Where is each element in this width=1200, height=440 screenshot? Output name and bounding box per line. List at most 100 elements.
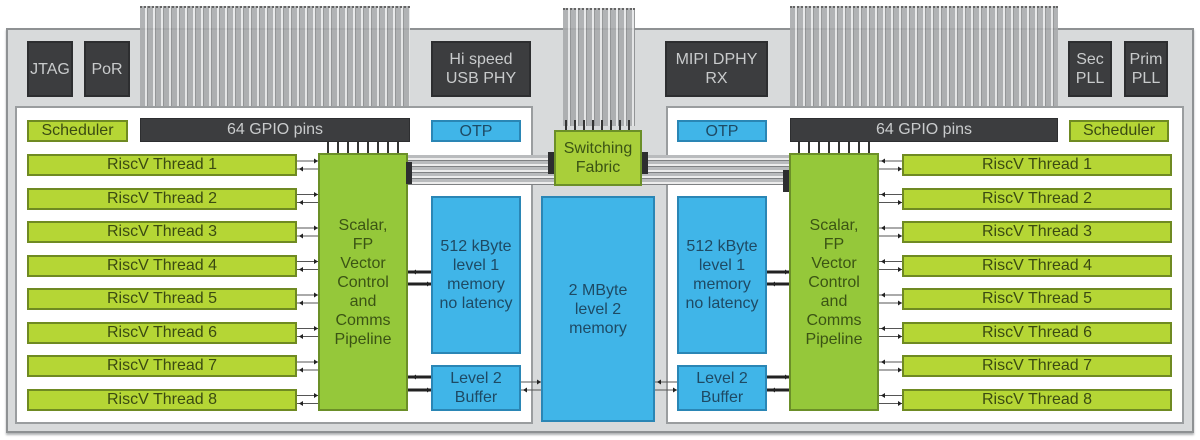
left-pipeline-port <box>406 162 412 184</box>
right-thread-5: RiscV Thread 5 <box>902 288 1172 310</box>
usb-phy-block: Hi speed USB PHY <box>431 41 531 97</box>
left-l1-memory: 512 kByte level 1 memory no latency <box>431 196 521 354</box>
left-pipeline-label: Scalar, FP Vector Control and Comms Pipe… <box>334 216 392 348</box>
right-thread-arrow-in <box>898 267 902 272</box>
left-thread-6: RiscV Thread 6 <box>27 321 297 344</box>
right-pipeline-memory-arrow <box>771 281 775 287</box>
right-thread-arrow-in <box>898 300 902 306</box>
right-thread-8: RiscV Thread 8 <box>902 388 1172 411</box>
left-pipeline-memory-arrow <box>427 387 431 393</box>
left-thread-arrow-in <box>314 158 318 164</box>
left-thread-arrow-in <box>314 393 318 398</box>
left-gpio-label: 64 GPIO pins <box>226 121 324 138</box>
jtag-block: JTAG <box>27 41 73 97</box>
right-otp: OTP <box>677 120 767 142</box>
right-gpio-bar: 64 GPIO pins <box>790 118 1058 142</box>
left-pipeline-memory-arrow <box>412 269 416 275</box>
left-gpio-bar: 64 GPIO pins <box>140 118 410 142</box>
l2-memory-block: 2 MByte level 2 memory <box>541 196 655 422</box>
left-pipeline: Scalar, FP Vector Control and Comms Pipe… <box>318 153 408 411</box>
left-thread-arrow-out <box>299 233 303 239</box>
usb-phy-label: Hi speed USB PHY <box>445 51 517 87</box>
right-scheduler-label: Scheduler <box>1082 122 1156 139</box>
left-thread-8: RiscV Thread 8 <box>27 388 297 411</box>
left-thread-arrow-out <box>299 267 303 272</box>
right-thread-3-label: RiscV Thread 3 <box>982 223 1092 240</box>
fabric-right-port <box>642 152 648 174</box>
left-thread-1: RiscV Thread 1 <box>27 154 297 176</box>
right-thread-arrow-in <box>898 166 902 172</box>
left-thread-arrow-in <box>314 225 318 231</box>
right-pipeline: Scalar, FP Vector Control and Comms Pipe… <box>789 153 879 411</box>
left-thread-7-label: RiscV Thread 7 <box>107 357 217 374</box>
left-scheduler: Scheduler <box>27 120 128 142</box>
right-thread-1-label: RiscV Thread 1 <box>982 156 1092 173</box>
mipi-dphy-label: MIPI DPHY RX <box>675 51 758 87</box>
right-thread-arrow-in <box>898 367 902 373</box>
right-thread-arrow-out <box>881 326 885 331</box>
left-l2-buffer-label: Level 2 Buffer <box>450 370 502 406</box>
left-thread-arrow-in <box>314 359 318 365</box>
right-thread-arrow-out <box>881 292 885 298</box>
right-gpio-label: 64 GPIO pins <box>875 121 973 138</box>
right-thread-7: RiscV Thread 7 <box>902 355 1172 377</box>
right-thread-arrow-out <box>881 393 885 398</box>
right-thread-7-label: RiscV Thread 7 <box>982 357 1092 374</box>
right-l2-buffer-label: Level 2 Buffer <box>696 370 748 406</box>
right-thread-2-label: RiscV Thread 2 <box>982 189 1092 207</box>
left-thread-arrow-out <box>299 200 303 205</box>
right-thread-arrow-out <box>881 359 885 365</box>
right-thread-arrow-in <box>898 233 902 239</box>
left-thread-arrow-out <box>299 401 303 406</box>
right-thread-3: RiscV Thread 3 <box>902 221 1172 243</box>
right-pipeline-memory-arrow <box>771 387 775 393</box>
right-l2-buffer: Level 2 Buffer <box>677 365 767 411</box>
left-thread-3-label: RiscV Thread 3 <box>107 223 217 240</box>
por-block: PoR <box>84 41 130 97</box>
left-otp: OTP <box>431 120 521 142</box>
left-thread-1-label: RiscV Thread 1 <box>107 156 217 173</box>
jtag-label: JTAG <box>30 60 70 78</box>
left-l1-memory-label: 512 kByte level 1 memory no latency <box>439 238 513 312</box>
right-thread-arrow-in <box>898 200 902 205</box>
right-l1-memory-label: 512 kByte level 1 memory no latency <box>685 238 759 312</box>
prim-pll-label: Prim PLL <box>1129 51 1163 87</box>
l2-memory-label: 2 MByte level 2 memory <box>568 281 628 337</box>
fabric-pin-bank <box>563 8 635 126</box>
right-thread-1: RiscV Thread 1 <box>902 154 1172 176</box>
sec-pll-block: Sec PLL <box>1068 41 1112 97</box>
right-scheduler: Scheduler <box>1069 120 1169 142</box>
right-thread-6: RiscV Thread 6 <box>902 321 1172 344</box>
left-otp-label: OTP <box>459 122 493 140</box>
sec-pll-label: Sec PLL <box>1075 51 1105 87</box>
left-thread-7: RiscV Thread 7 <box>27 355 297 377</box>
left-thread-arrow-out <box>299 367 303 373</box>
right-thread-arrow-in <box>898 401 902 406</box>
left-buffer-l2-arrow <box>537 379 541 385</box>
left-thread-arrow-in <box>314 192 318 197</box>
left-thread-2-label: RiscV Thread 2 <box>107 189 217 207</box>
right-l1-memory: 512 kByte level 1 memory no latency <box>677 196 767 354</box>
left-thread-arrow-in <box>314 292 318 298</box>
right-pipeline-port <box>783 170 789 192</box>
fabric-left-port <box>548 152 554 174</box>
switching-fabric-label: Switching Fabric <box>563 140 633 176</box>
left-thread-3: RiscV Thread 3 <box>27 221 297 243</box>
right-thread-arrow-out <box>881 259 885 264</box>
left-pipeline-memory-arrow <box>412 374 416 380</box>
right-thread-arrow-out <box>881 225 885 231</box>
right-thread-5-label: RiscV Thread 5 <box>982 290 1092 307</box>
left-thread-arrow-in <box>314 326 318 331</box>
right-thread-arrow-out <box>881 192 885 197</box>
right-buffer-l2-arrow <box>657 379 661 385</box>
left-thread-arrow-out <box>299 334 303 339</box>
mipi-dphy-block: MIPI DPHY RX <box>665 41 768 97</box>
right-thread-arrow-in <box>898 334 902 339</box>
left-thread-8-label: RiscV Thread 8 <box>107 390 217 408</box>
prim-pll-block: Prim PLL <box>1124 41 1168 97</box>
left-gpio-pin-bank <box>140 6 410 118</box>
left-l2-buffer: Level 2 Buffer <box>431 365 521 411</box>
left-thread-4: RiscV Thread 4 <box>27 254 297 277</box>
right-buffer-l2-arrow <box>673 387 677 393</box>
